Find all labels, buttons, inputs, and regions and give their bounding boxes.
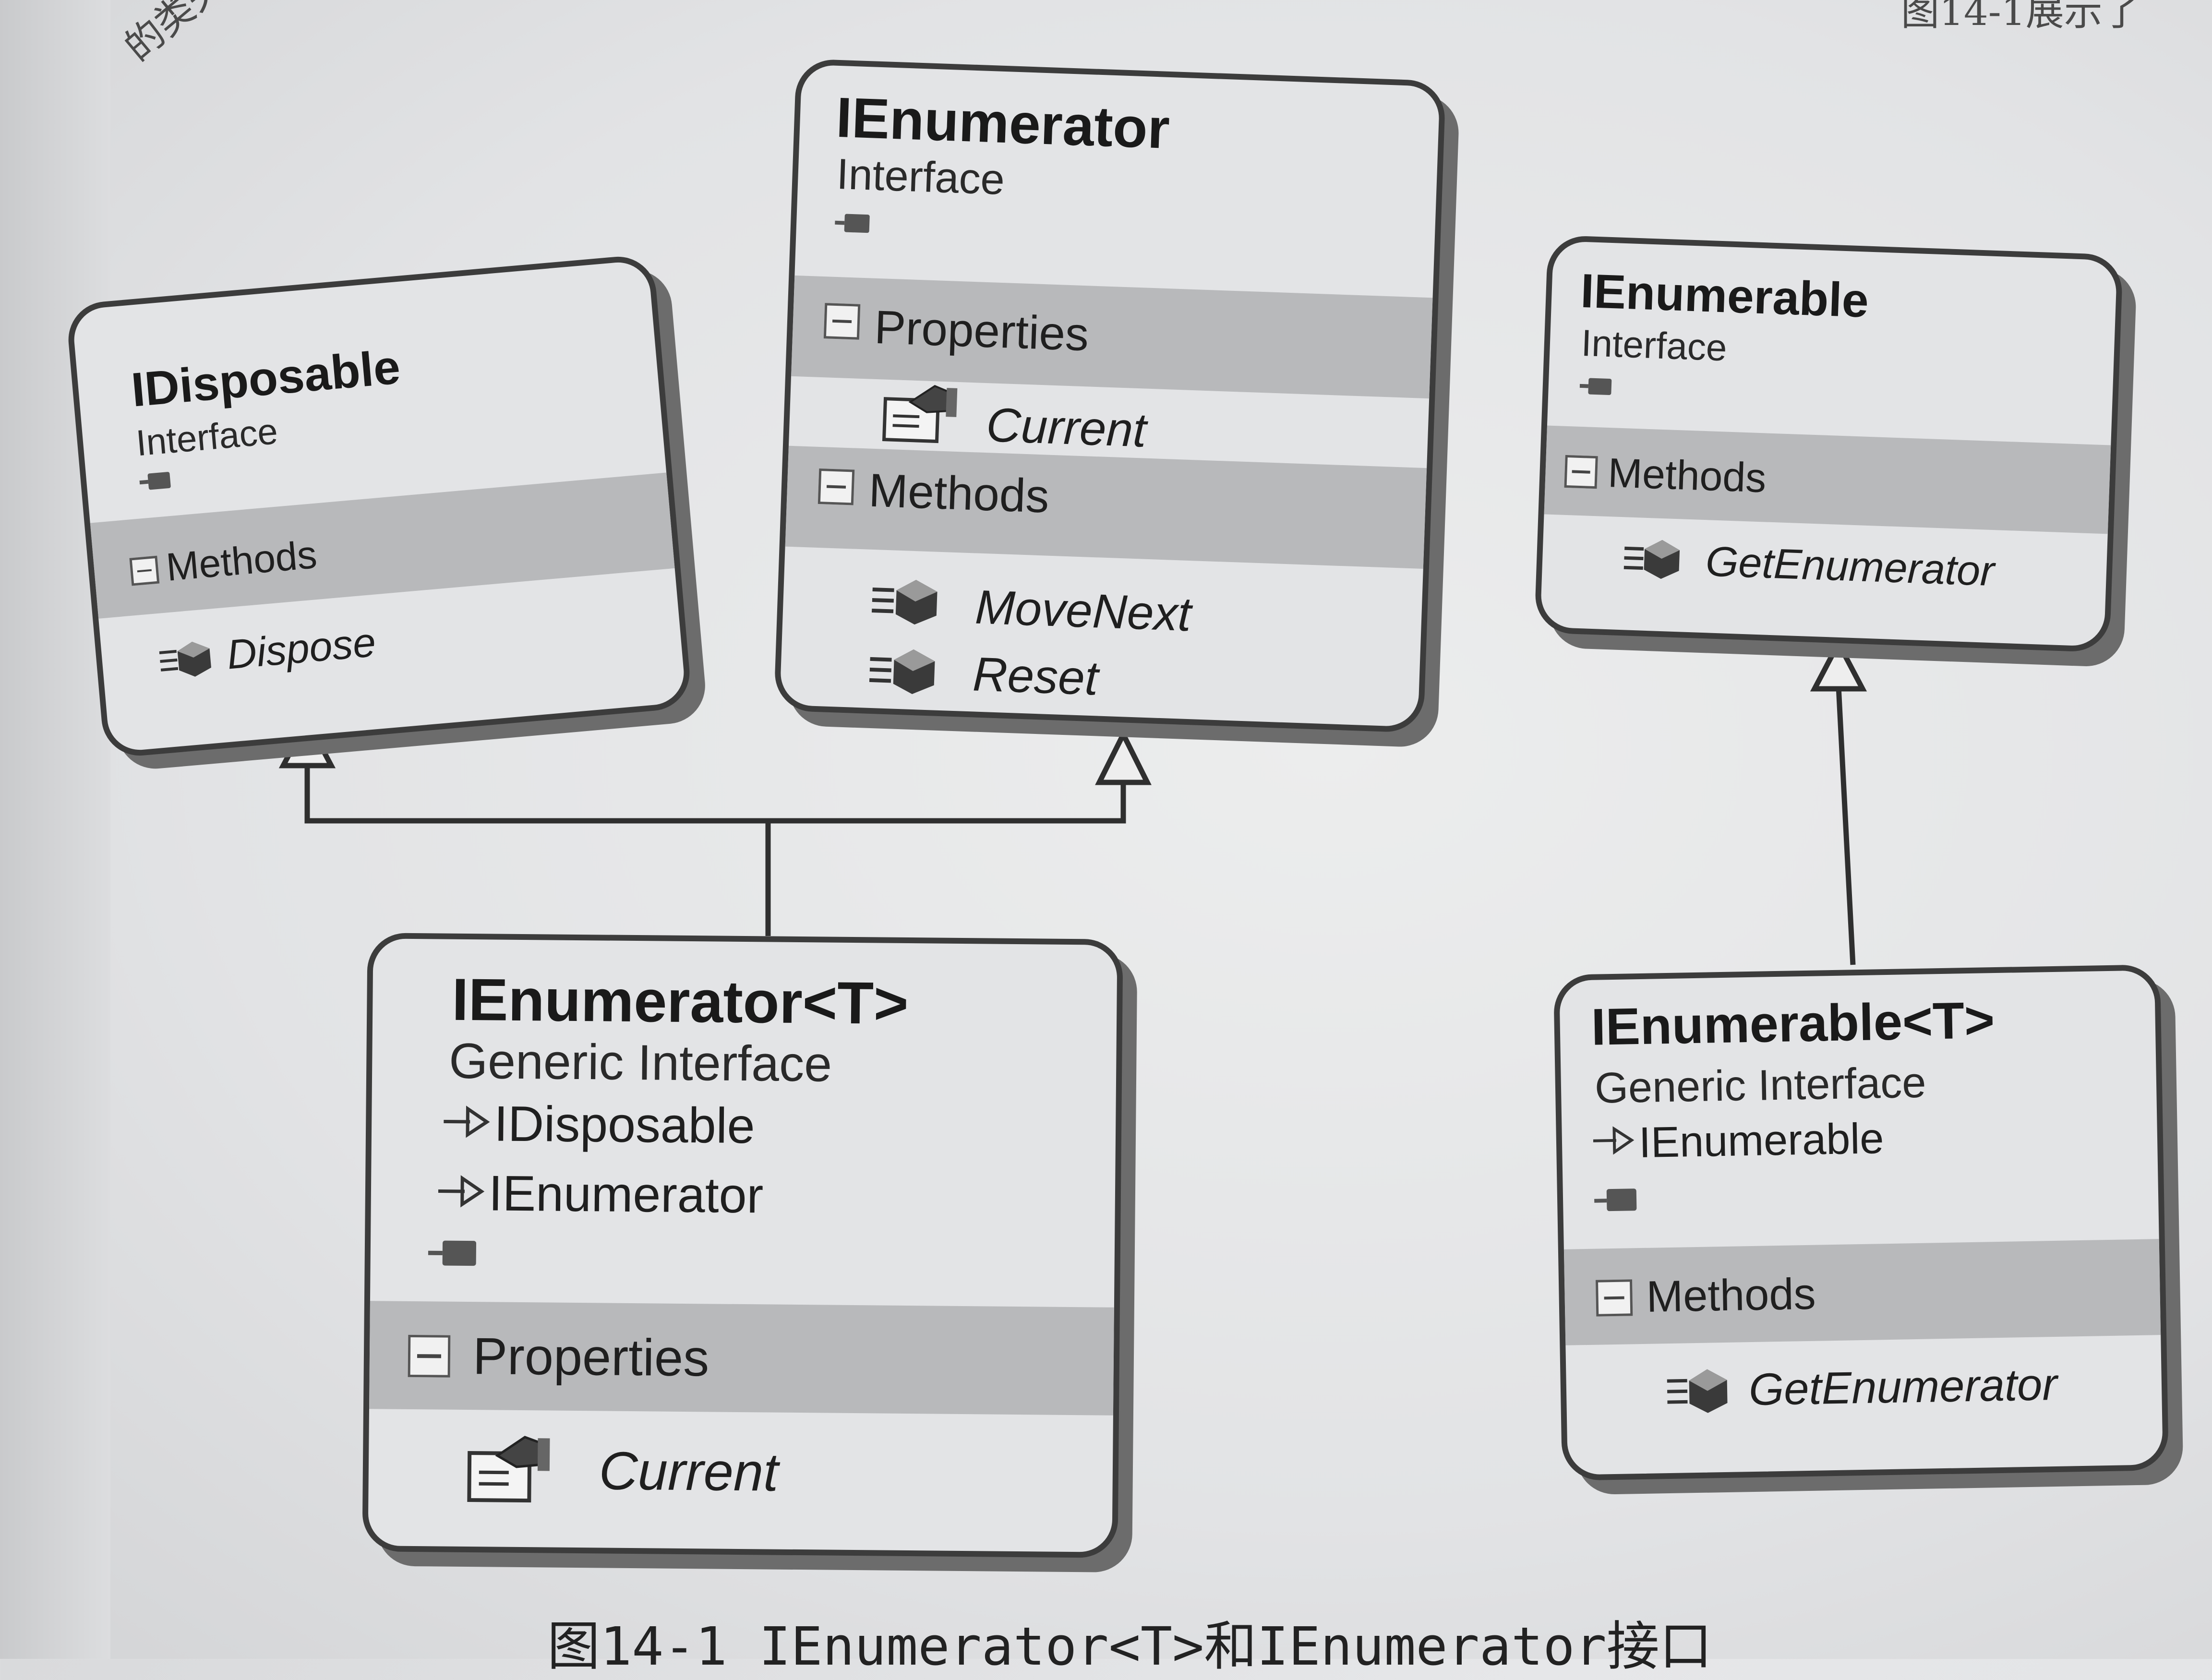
- ienumerable-generic-methods-label: Methods: [1646, 1269, 1816, 1322]
- interface-icon: [1594, 1186, 1643, 1215]
- collapse-properties-icon[interactable]: [824, 303, 861, 340]
- ienumerator-properties-band: Properties: [791, 276, 1433, 398]
- interface-icon: [139, 468, 174, 494]
- interface-icon: [1579, 374, 1616, 399]
- idisposable-methods-label: Methods: [164, 532, 319, 590]
- method-icon: [1623, 536, 1683, 581]
- arrowhead-ienumerable: [1815, 643, 1863, 689]
- ienumerator-properties-label: Properties: [874, 300, 1090, 362]
- method-icon: [158, 638, 215, 681]
- ienumerable-title: IEnumerable: [1580, 264, 1870, 329]
- ienumerable-methods-band: Methods: [1544, 426, 2111, 534]
- collapse-methods-icon[interactable]: [1564, 455, 1598, 489]
- ienumerable-method-getenumerator: GetEnumerator: [1705, 537, 1996, 596]
- ienumerator-generic-subtitle: Generic Interface: [449, 1033, 832, 1093]
- ienumerable-generic-implements-ienumerable: IEnumerable: [1638, 1114, 1884, 1168]
- implements-arrow-icon: [444, 1105, 492, 1139]
- idisposable-title: IDisposable: [129, 339, 402, 418]
- ienumerator-generic-property-current: Current: [599, 1440, 779, 1503]
- interface-icon: [428, 1236, 481, 1271]
- idisposable-method-dispose: Dispose: [225, 619, 378, 679]
- ienumerator-methods-band: Methods: [785, 446, 1427, 569]
- ienumerator-methods-label: Methods: [868, 463, 1050, 524]
- method-icon: [871, 576, 940, 626]
- ienumerable-generic-methods-band: Methods: [1564, 1239, 2161, 1345]
- arrowhead-ienumerator: [1099, 734, 1147, 782]
- ienumerator-generic-implements-idisposable: IDisposable: [494, 1095, 755, 1155]
- ienumerator-generic-implements-ienumerator: IEnumerator: [488, 1165, 763, 1224]
- ienumerable-box: IEnumerable Interface Methods GetEnumera…: [1534, 235, 2123, 652]
- ienumerable-generic-subtitle: Generic Interface: [1594, 1058, 1926, 1114]
- method-icon: [869, 646, 938, 696]
- implements-arrow-icon: [438, 1174, 487, 1208]
- connector-enumerable-t-to-enumerable: [1839, 686, 1853, 965]
- ienumerator-title: IEnumerator: [835, 85, 1171, 162]
- property-icon: [464, 1434, 556, 1507]
- collapse-methods-icon[interactable]: [1596, 1279, 1633, 1316]
- property-icon: [880, 382, 963, 447]
- ienumerable-generic-title: IEnumerable<T>: [1591, 990, 1995, 1057]
- idisposable-methods-band: Methods: [90, 473, 675, 619]
- ienumerator-generic-box: IEnumerator<T> Generic Interface IDispos…: [362, 933, 1123, 1558]
- collapse-methods-icon[interactable]: [129, 556, 159, 586]
- implements-arrow-icon: [1593, 1126, 1636, 1155]
- connector-bus: [307, 766, 1123, 821]
- idisposable-subtitle: Interface: [134, 410, 279, 464]
- idisposable-box: IDisposable Interface Methods Dispose: [65, 253, 693, 759]
- ienumerator-method-reset: Reset: [972, 647, 1099, 706]
- ienumerable-subtitle: Interface: [1580, 321, 1728, 370]
- ienumerable-methods-label: Methods: [1607, 449, 1767, 502]
- ienumerator-generic-properties-band: Properties: [369, 1301, 1114, 1416]
- collapse-properties-icon[interactable]: [408, 1335, 451, 1378]
- collapse-methods-icon[interactable]: [818, 468, 855, 505]
- ienumerator-subtitle: Interface: [836, 150, 1006, 205]
- ienumerator-generic-properties-label: Properties: [472, 1326, 709, 1388]
- ienumerator-generic-title: IEnumerator<T>: [452, 966, 909, 1038]
- ienumerable-generic-box: IEnumerable<T> Generic Interface IEnumer…: [1553, 964, 2169, 1481]
- ienumerable-generic-method-getenumerator: GetEnumerator: [1748, 1358, 2057, 1416]
- interface-icon: [834, 210, 874, 238]
- ienumerator-method-movenext: MoveNext: [974, 580, 1192, 643]
- figure-caption: 图14-1 IEnumerator<T>和IEnumerator接口: [547, 1603, 1712, 1680]
- method-icon: [1667, 1367, 1730, 1416]
- ienumerator-property-current: Current: [986, 397, 1147, 458]
- ienumerator-box: IEnumerator Interface Properties Current…: [774, 59, 1446, 733]
